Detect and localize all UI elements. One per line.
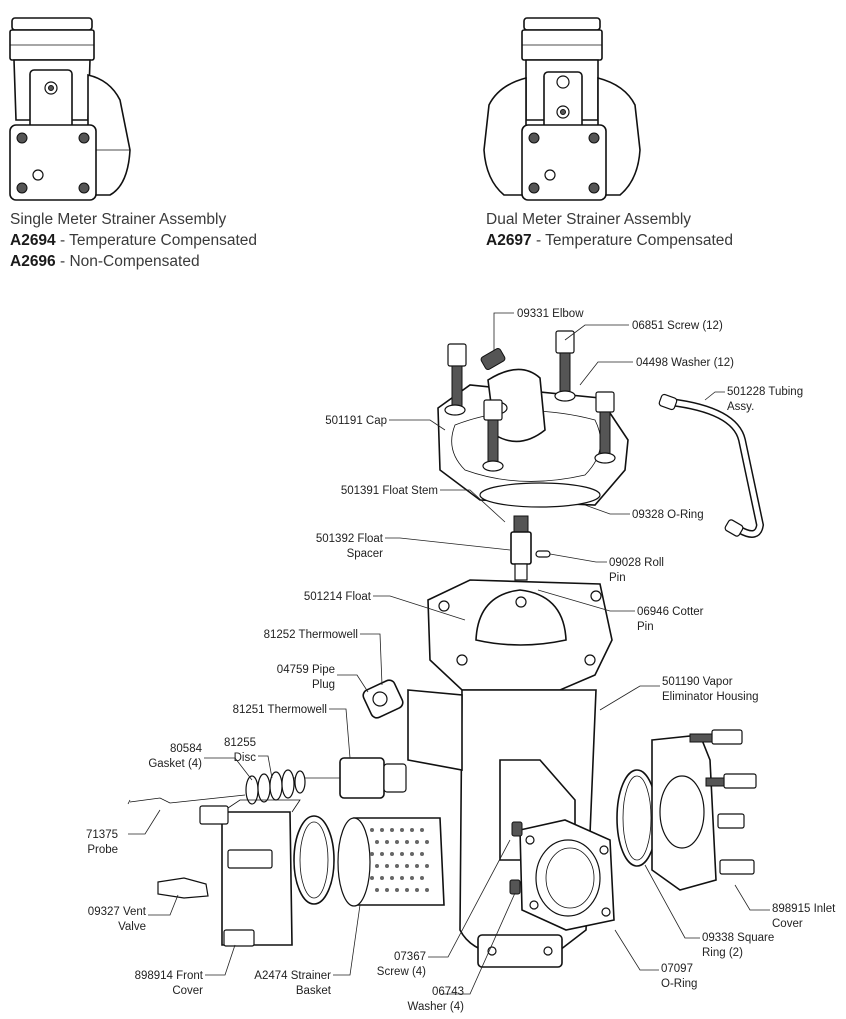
front-cover-part [157,799,301,947]
dual-title: Dual Meter Strainer Assembly [486,211,692,228]
strainer-basket-part [337,817,445,907]
single-title: Single Meter Strainer Assembly [10,211,227,228]
label-line: 09331 Elbow [517,308,584,320]
label-line: 501214 Float [304,591,372,603]
label-line: Pin [637,621,654,633]
dual-code-1: A2697 [486,232,532,249]
label-line: Washer (4) [408,1001,465,1013]
label-oring-09328: 09328 O-Ring [632,509,704,521]
label-line: 80584 [170,743,203,755]
label-line: Pin [609,572,626,584]
label-line: 07097 [661,963,693,975]
leader-lines [128,312,770,995]
label-line: 09328 O-Ring [632,509,704,521]
label-line: 09028 Roll [609,557,664,569]
label-cap: 501191 Cap [325,415,387,427]
label-line: Plug [312,679,335,691]
label-washer-12: 04498 Washer (12) [636,357,734,369]
label-line: 04498 Washer (12) [636,357,734,369]
dual-line-1: A2697 - Temperature Compensated [486,230,733,251]
label-line: Basket [296,985,332,997]
label-line: 07367 [394,951,426,963]
label-line: Cover [772,918,803,930]
label-line: 898914 Front [135,970,204,982]
label-line: 06946 Cotter [637,606,704,618]
gasket-disc-stack [245,769,306,805]
inlet-flange [519,819,615,931]
dual-caption: Dual Meter Strainer Assembly A2697 - Tem… [486,209,733,251]
inlet-cover-part [616,729,757,891]
label-line: Valve [118,921,146,933]
label-line: 09327 Vent [88,906,147,918]
label-line: O-Ring [661,978,697,990]
label-line: 81251 Thermowell [233,704,327,716]
label-line: A2474 Strainer [254,970,331,982]
label-line: Eliminator Housing [662,691,759,703]
dual-strainer-image [483,17,641,201]
single-strainer-image [9,17,131,201]
label-line: 81252 Thermowell [264,629,358,641]
single-desc-2: - Non-Compensated [55,253,200,270]
label-float-stem: 501391 Float Stem [341,485,438,497]
label-line: Screw (4) [377,966,426,978]
square-ring-part [293,815,335,905]
dual-desc-1: - Temperature Compensated [531,232,734,249]
label-line: Ring (2) [702,947,743,959]
label-thermowell-81251: 81251 Thermowell [233,704,327,716]
label-line: Probe [87,844,118,856]
single-code-2: A2696 [10,253,56,270]
label-line: 71375 [86,829,118,841]
label-line: 501391 Float Stem [341,485,438,497]
label-line: 81255 [224,737,256,749]
thermowell-part [290,679,407,799]
label-line: Gasket (4) [148,758,202,770]
tubing-assy [658,393,765,538]
label-line: 898915 Inlet [772,903,836,915]
label-line: Spacer [347,548,384,560]
label-line: Disc [234,752,257,764]
label-thermowell-81252: 81252 Thermowell [264,629,358,641]
cap-part [437,330,629,508]
label-line: 501190 Vapor [662,676,733,688]
label-line: Cover [172,985,203,997]
label-line: Assy. [727,401,754,413]
single-line-2: A2696 - Non-Compensated [10,251,257,272]
label-line: 501191 Cap [325,415,387,427]
label-line: 04759 Pipe [277,664,335,676]
label-line: 501392 Float [316,533,384,545]
label-line: 09338 Square [702,932,774,944]
label-elbow: 09331 Elbow [517,308,584,320]
housing-screws [509,821,523,895]
label-float: 501214 Float [304,591,372,603]
label-line: 06851 Screw (12) [632,320,723,332]
single-code-1: A2694 [10,232,56,249]
probe-part [127,794,246,805]
float-stem-part [510,515,551,581]
label-line: 06743 [432,986,464,998]
single-caption: Single Meter Strainer Assembly A2694 - T… [10,209,257,272]
single-line-1: A2694 - Temperature Compensated [10,230,257,251]
single-desc-1: - Temperature Compensated [55,232,258,249]
label-line: 501228 Tubing [727,386,803,398]
label-screw-12: 06851 Screw (12) [632,320,723,332]
